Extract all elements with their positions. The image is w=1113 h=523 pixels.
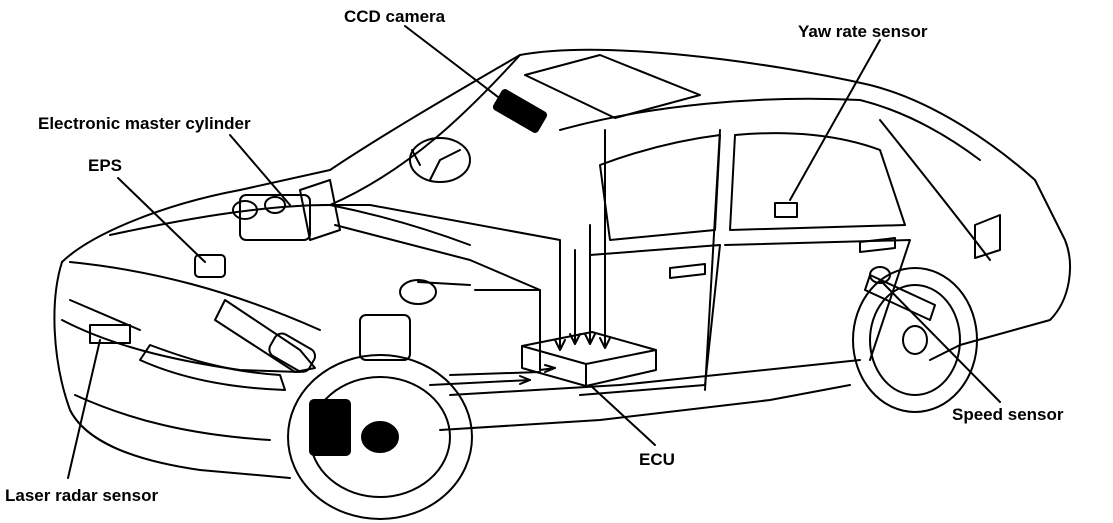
label-yaw-rate-sensor: Yaw rate sensor [798,22,928,41]
rear-door-handle [859,237,896,253]
leader-eps [117,177,206,263]
hood-edge [109,204,331,236]
rear-wheel-tire [852,267,978,413]
car-lower-body [53,261,291,479]
windshield-base [329,204,471,246]
leader-speed-sensor [879,279,1001,403]
label-ecu: ECU [639,450,675,469]
c-pillar [879,119,991,261]
rear-window [729,132,906,231]
sill-line [449,359,861,396]
brake-caliper [309,399,351,456]
steering-rack [214,299,316,373]
ccd-camera-module [492,89,548,133]
rocker-panel [439,384,851,431]
roof-line [559,97,981,161]
laser-radar-box [89,324,131,344]
label-ccd-camera: CCD camera [344,7,446,26]
front-wheel-hub [361,421,399,453]
steering-wheel [409,137,471,183]
sunroof [524,54,701,119]
a-pillar [329,54,521,206]
label-eps: EPS [88,156,123,175]
rear-axle [864,274,936,321]
leader-laser-radar [67,339,101,479]
front-door-handle [669,263,706,279]
eps-motor [268,332,316,373]
brake-lines [319,204,561,336]
headlight [139,344,286,391]
rear-wheel-hub [902,325,928,355]
leader-yaw-rate [789,39,881,201]
label-electronic-master-cylinder: Electronic master cylinder [38,114,251,133]
hood-line [69,261,321,331]
front-wheel-tire [287,354,473,520]
signal-bus [559,129,606,349]
fuel-door [974,214,1001,259]
eps-unit [194,254,226,278]
rear-door [724,239,911,361]
car-body-outline [61,48,1071,361]
accumulator [399,279,437,305]
front-door [579,244,721,396]
bumper-lower [74,394,271,441]
leader-ecu [589,384,656,446]
leader-master-cylinder [229,134,291,206]
label-laser-radar-sensor: Laser radar sensor [5,486,159,505]
yaw-sensor-box [774,202,798,218]
label-speed-sensor: Speed sensor [952,405,1064,424]
actuator [359,314,411,361]
front-window [599,134,721,241]
leader-ccd-camera [404,25,516,111]
ecu-box [521,331,657,387]
